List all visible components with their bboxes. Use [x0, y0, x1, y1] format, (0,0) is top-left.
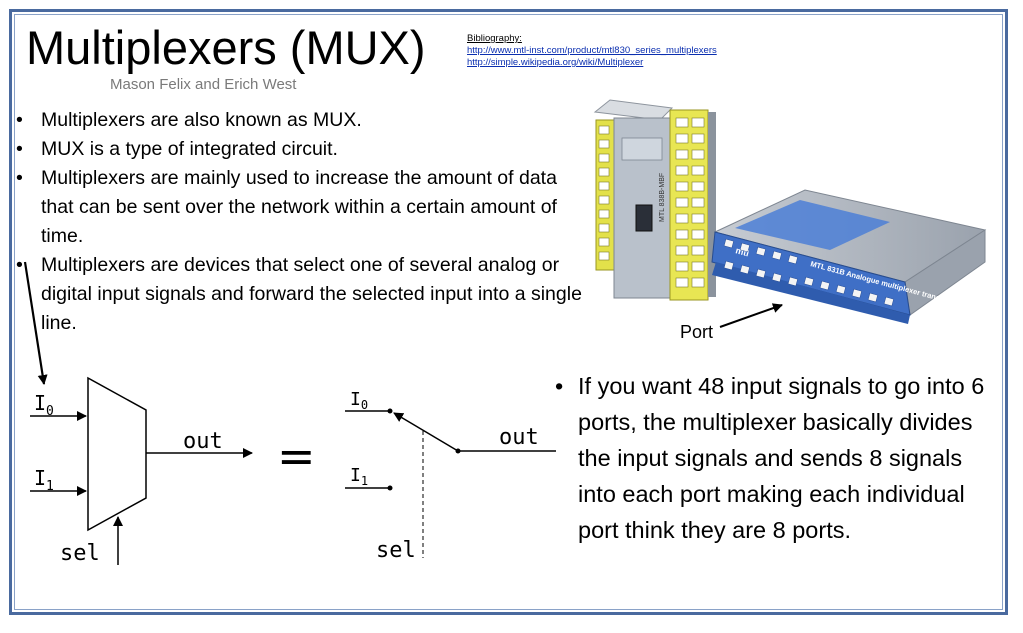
bullet-pointer-arrow [23, 261, 48, 385]
bibliography-link-wikipedia[interactable]: http://simple.wikipedia.org/wiki/Multipl… [467, 57, 644, 68]
switch-diagram: I0 I1 out sel [345, 389, 556, 563]
switch-lever [393, 412, 459, 452]
bullet-list-left: • Multiplexers are also known as MUX. • MU… [14, 106, 594, 338]
slide-frame-outer [9, 9, 1008, 615]
bibliography-link-mtl[interactable]: http://www.mtl-inst.com/product/mtl830_s… [467, 45, 717, 56]
mux-in1-sub: 1 [46, 479, 54, 494]
bullet-item: • Multiplexers are mainly used to increas… [14, 164, 594, 251]
switch-in1-sub: 1 [361, 474, 368, 488]
bullet-text: MUX is a type of integrated circuit. [41, 138, 338, 160]
mux-in1-label: I [34, 466, 46, 490]
bullet-dot-icon: • [555, 373, 564, 399]
equals-sign: = [277, 429, 316, 483]
bullet-right: • If you want 48 input signals to go int… [555, 368, 995, 548]
mux-sel-label: sel [60, 541, 100, 566]
bullet-item: • Multiplexers are devices that select on… [14, 251, 594, 338]
device-front-terminals [723, 238, 894, 307]
bibliography: Bibliography: http://www.mtl-inst.com/pr… [467, 33, 717, 69]
switch-in0-sub: 0 [361, 398, 368, 412]
mux-diagram: I0 I1 out sel = [30, 376, 316, 566]
svg-text:I1: I1 [34, 466, 54, 494]
slide-title: Multiplexers (MUX) [26, 21, 426, 74]
svg-text:I0: I0 [34, 391, 54, 419]
switch-input-1-node [387, 485, 393, 491]
slide-authors: Mason Felix and Erich West [110, 76, 297, 93]
bullet-dot-icon: • [16, 138, 23, 160]
bibliography-heading: Bibliography: [467, 33, 522, 44]
device-front-image: MTL 831B Analogue multiplexer transmitte… [711, 189, 987, 324]
mux-out-label: out [183, 429, 223, 454]
bullet-text: Multiplexers are mainly used to increase… [41, 167, 557, 247]
switch-input-0-node [387, 408, 393, 414]
switch-sel-label: sel [376, 538, 416, 563]
mux-in0-label: I [34, 391, 46, 415]
bullet-right-text: If you want 48 input signals to go into … [578, 373, 985, 543]
bullet-dot-icon: • [16, 167, 23, 189]
bullet-item: • MUX is a type of integrated circuit. [14, 135, 594, 164]
slide-frame-inner [14, 14, 1003, 610]
svg-text:I1: I1 [350, 465, 368, 488]
mux-trapezoid [87, 376, 147, 532]
bullet-dot-icon: • [16, 109, 23, 131]
bullet-dot-icon: • [16, 254, 23, 276]
bullet-text: Multiplexers are also known as MUX. [41, 109, 362, 131]
mux-in0-sub: 0 [46, 404, 54, 419]
bullet-text: Multiplexers are devices that select one… [41, 254, 582, 334]
device-back-label: MTL 838B-MBF [659, 173, 666, 222]
port-arrow [719, 303, 783, 328]
svg-text:I0: I0 [350, 389, 368, 412]
device-back-terminals [598, 117, 705, 288]
bullet-item: • Multiplexers are also known as MUX. [14, 106, 594, 135]
port-label: Port [680, 322, 714, 342]
switch-in1-label: I [350, 465, 361, 486]
switch-in0-label: I [350, 389, 361, 410]
switch-out-label: out [499, 425, 539, 450]
